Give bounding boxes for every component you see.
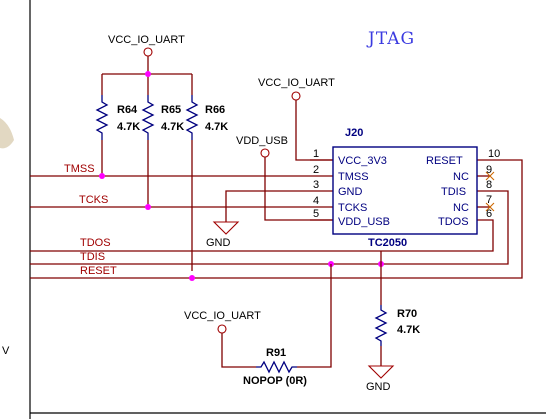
resistor-r65 xyxy=(141,95,155,140)
resistor-r64 xyxy=(95,95,109,140)
pin-name-right: NC xyxy=(453,171,469,183)
r64-value: 4.7K xyxy=(117,121,140,133)
pin-name-left: TMSS xyxy=(338,171,369,183)
pin-number-left: 3 xyxy=(313,179,319,191)
net-label-tdos: TDOS xyxy=(80,237,111,249)
pin-number-left: 5 xyxy=(313,208,319,220)
pin-number-left: 1 xyxy=(313,148,319,160)
pin-name-left: VCC_3V3 xyxy=(338,155,387,167)
r66-value: 4.7K xyxy=(205,121,228,133)
r70-ref: R70 xyxy=(397,308,417,320)
r70-value: 4.7K xyxy=(397,324,420,336)
pin-name-right: NC xyxy=(453,202,469,214)
rail-vcc-label: VCC_IO_UART xyxy=(108,34,185,46)
r91-vcc-symbol xyxy=(217,324,227,334)
pin-number-right: 7 xyxy=(486,194,492,206)
net-label-tdis: TDIS xyxy=(80,251,105,263)
pin-name-right: TDIS xyxy=(441,186,466,198)
pin-number-right: 9 xyxy=(486,164,492,176)
gnd-symbol-pin3 xyxy=(212,221,240,235)
net-label-tcks: TCKS xyxy=(79,194,108,206)
net-label-tmss: TMSS xyxy=(64,163,95,175)
net-label-reset: RESET xyxy=(80,265,117,277)
gnd-label-pin3: GND xyxy=(206,237,231,249)
sheet-title: JTAG xyxy=(366,29,415,49)
pin-number-right: 8 xyxy=(486,179,492,191)
r64-ref: R64 xyxy=(117,104,138,116)
resistor-r66 xyxy=(185,95,199,140)
connector-j20-body xyxy=(332,146,478,235)
r65-value: 4.7K xyxy=(161,121,184,133)
resistor-r70 xyxy=(374,305,388,346)
connector-ref: J20 xyxy=(345,127,363,139)
rail-vcc-symbol xyxy=(143,47,153,57)
pin1-vcc-label: VCC_IO_UART xyxy=(258,77,335,89)
pullup-rail xyxy=(101,56,193,95)
edge-fragment-graphic xyxy=(0,118,14,149)
pin-name-left: VDD_USB xyxy=(338,216,390,228)
r65-ref: R65 xyxy=(161,104,181,116)
r91-vcc-label: VCC_IO_UART xyxy=(184,310,261,322)
vdd-usb-label: VDD_USB xyxy=(236,135,288,147)
r66-ref: R66 xyxy=(205,104,225,116)
gnd-label-r70: GND xyxy=(366,381,391,393)
sheet-frame xyxy=(29,0,546,419)
pin-name-left: GND xyxy=(338,186,363,198)
pin-name-right: TDOS xyxy=(438,216,469,228)
pin-name-right: RESET xyxy=(426,155,463,167)
r91-value: NOPOP (0R) xyxy=(243,375,307,387)
resistor-r91 xyxy=(256,360,297,374)
gnd-symbol-r70 xyxy=(367,365,395,379)
pin1-vcc-symbol xyxy=(291,91,301,101)
vdd-usb-symbol xyxy=(260,148,270,158)
edge-fragment-text: V xyxy=(2,345,10,357)
pin-number-left: 2 xyxy=(313,164,319,176)
pin-number-right: 6 xyxy=(486,208,492,220)
pin-number-right: 10 xyxy=(488,148,500,160)
connector-part: TC2050 xyxy=(368,237,407,249)
r91-ref: R91 xyxy=(266,347,286,359)
pin-number-left: 4 xyxy=(313,195,319,207)
pin-name-left: TCKS xyxy=(338,202,367,214)
